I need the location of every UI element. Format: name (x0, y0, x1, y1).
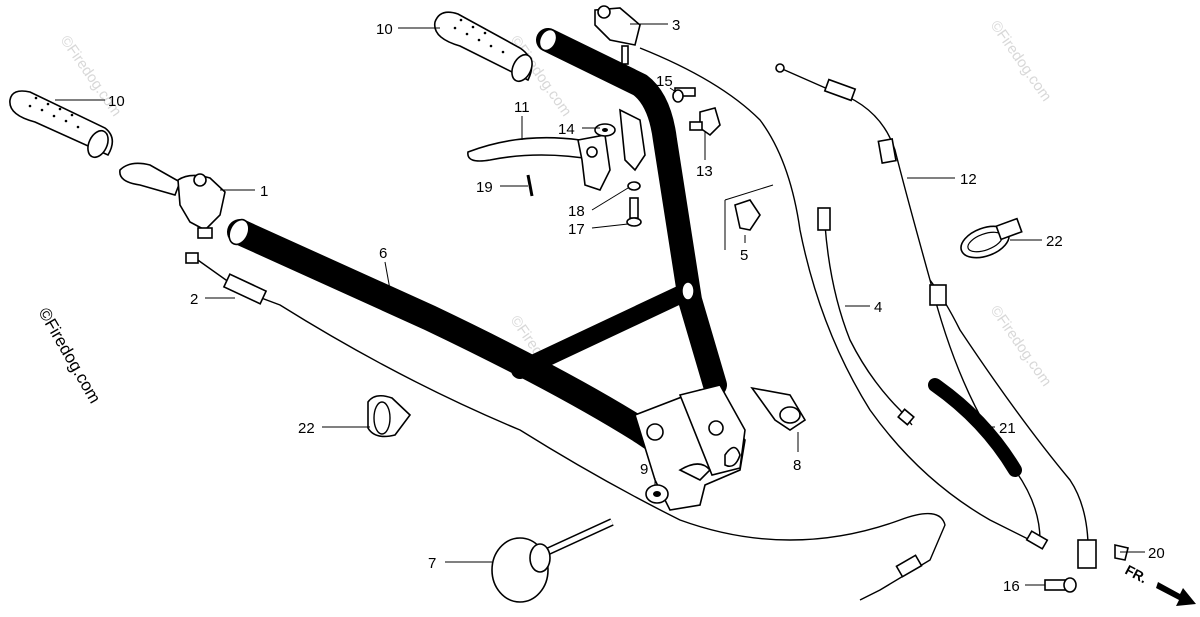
cable-4 (817, 207, 915, 426)
bolt-16 (1044, 577, 1077, 593)
throttle-lever (119, 162, 226, 239)
callout-13: 13 (696, 163, 713, 180)
callout-19: 19 (476, 179, 493, 196)
side-watermark: ©Firedog.com (35, 305, 105, 407)
lever-bracket (619, 108, 646, 172)
callout-3: 3 (672, 17, 680, 34)
front-direction-indicator: FR. (1123, 562, 1196, 606)
leader-lines (55, 23, 1145, 586)
front-direction-label: FR. (1123, 562, 1150, 587)
cross-brace (511, 281, 699, 379)
clamp-5 (724, 184, 774, 250)
callout-12: 12 (960, 171, 977, 188)
pin-19 (526, 174, 534, 197)
nut-9 (645, 484, 669, 504)
frame-bracket (634, 384, 746, 511)
bolt-15 (672, 87, 696, 103)
callout-5: 5 (740, 247, 748, 264)
left-grip (9, 90, 114, 159)
hose-21 (928, 378, 1022, 477)
callout-4: 4 (874, 299, 882, 316)
cable-12-lower (929, 279, 1097, 569)
callout-22-left: 22 (298, 420, 315, 437)
callout-15: 15 (656, 73, 673, 90)
handlebar-tube (227, 218, 668, 453)
knob-bolt-7 (491, 518, 614, 603)
callout-6: 6 (379, 245, 387, 262)
callout-labels: 10 10 3 11 14 15 13 1 19 18 17 12 22 5 6… (108, 17, 1165, 595)
front-arrow-icon (1156, 582, 1196, 606)
bracket-8 (750, 386, 807, 431)
callout-11: 11 (514, 99, 530, 116)
clutch-cable (639, 47, 1049, 550)
callout-1: 1 (260, 183, 268, 200)
callout-20: 20 (1148, 545, 1165, 562)
callout-9: 9 (640, 461, 648, 478)
cable-clamp-22-right (960, 217, 1023, 259)
callout-10-left: 10 (108, 93, 125, 110)
callout-16: 16 (1003, 578, 1020, 595)
callout-7: 7 (428, 555, 436, 572)
top-clamp (594, 5, 641, 65)
callout-8: 8 (793, 457, 801, 474)
top-grip (433, 11, 533, 83)
throttle-lower-cable (185, 252, 946, 601)
clutch-lever (467, 134, 611, 191)
callout-22-right: 22 (1046, 233, 1063, 250)
washer-18 (627, 181, 641, 191)
callout-14: 14 (558, 121, 575, 138)
clip-13 (689, 107, 721, 137)
callout-10-top: 10 (376, 21, 393, 38)
watermark: ©Firedog.com (987, 18, 1055, 105)
bolt-17 (626, 197, 642, 227)
cable-clamp-22-left (367, 394, 412, 438)
callout-18: 18 (568, 203, 585, 220)
callout-21: 21 (999, 420, 1016, 437)
callout-17: 17 (568, 221, 585, 238)
callout-2: 2 (190, 291, 198, 308)
upper-frame-tube (536, 28, 727, 397)
watermark: ©Firedog.com (987, 303, 1055, 390)
